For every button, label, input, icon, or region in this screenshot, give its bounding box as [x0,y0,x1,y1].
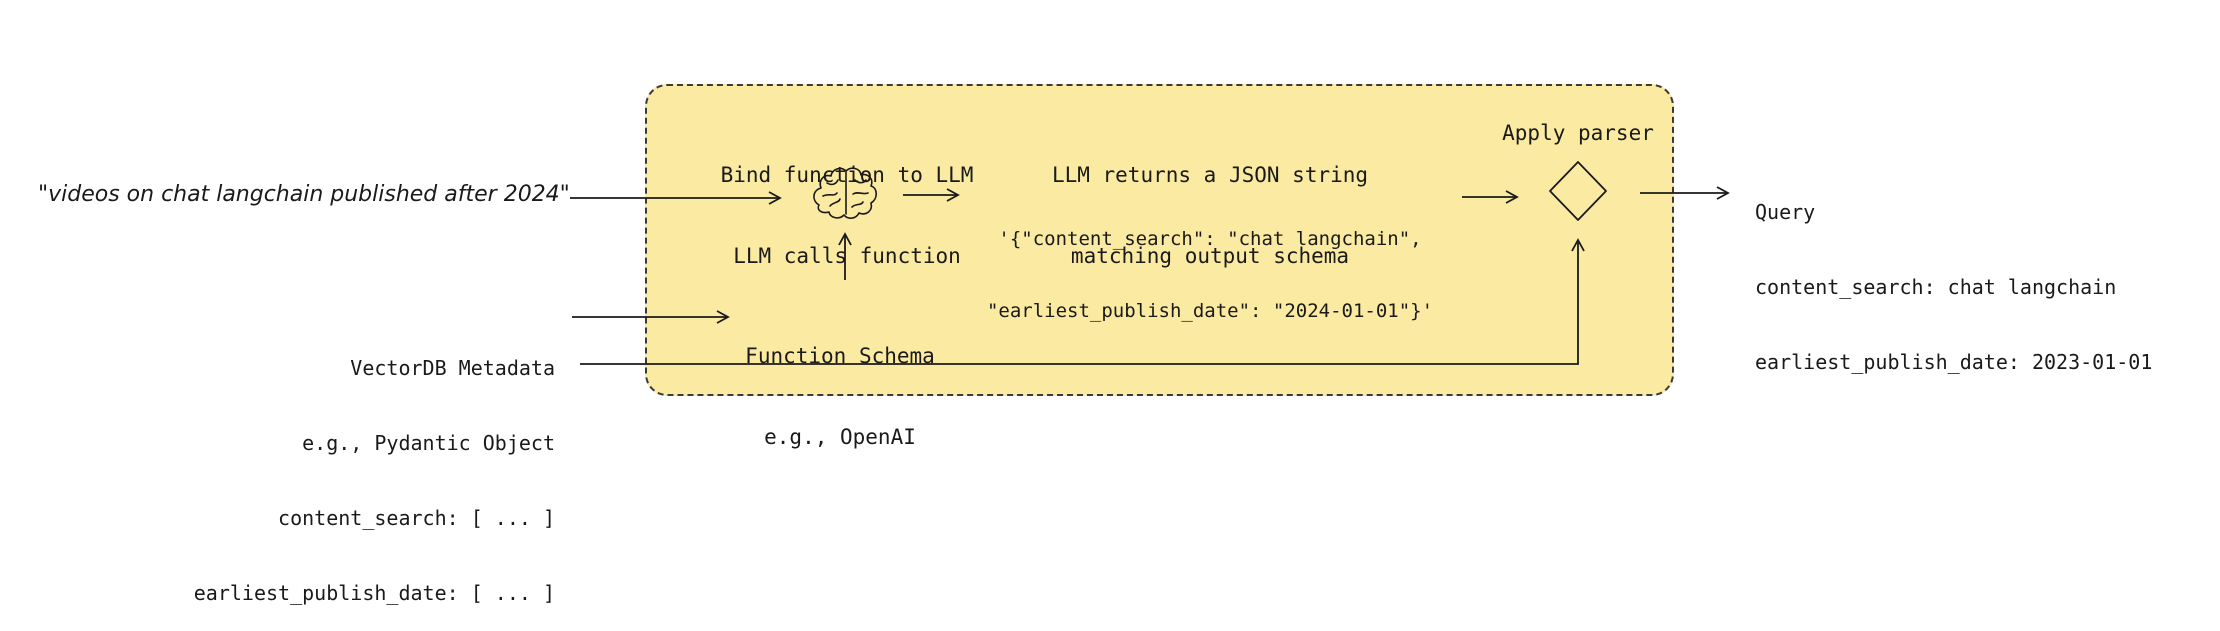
metadata-earliest-date: earliest_publish_date: [ ... ] [193,581,555,605]
output-earliest-date: earliest_publish_date: 2023-01-01 [1755,350,2153,374]
llm-returns-label: LLM returns a JSON string matching outpu… [1010,108,1410,297]
llm-returns-line2: matching output schema [1070,244,1350,268]
json-output-line1: '{"content_search": "chat langchain", [998,228,1422,250]
input-query-text: "videos on chat langchain published afte… [38,182,570,207]
function-schema-line2: e.g., OpenAI [764,425,916,449]
vectordb-metadata-block: VectorDB Metadata e.g., Pydantic Object … [150,306,555,631]
bind-function-label: Bind function to LLM LLM calls function [692,108,1002,297]
brain-icon [813,167,878,219]
metadata-title: VectorDB Metadata [350,356,555,380]
llm-returns-line1: LLM returns a JSON string [1051,163,1369,187]
output-title: Query [1755,200,1816,224]
bind-function-line2: LLM calls function [733,244,961,268]
output-query-block: Query content_search: chat langchain ear… [1755,150,2152,400]
llm-processing-panel [645,84,1674,396]
function-schema-line1: Function Schema [745,344,935,368]
metadata-content-search: content_search: [ ... ] [278,506,555,530]
function-schema-label: Function Schema e.g., OpenAI [700,289,980,478]
diamond-icon [1549,161,1607,221]
arrow-metadata-to-parser [580,238,1585,365]
json-output-line2: "earliest_publish_date": "2024-01-01"}' [986,300,1434,322]
metadata-example: e.g., Pydantic Object [302,431,555,455]
apply-parser-label: Apply parser [1502,121,1654,145]
connector-arrows [570,161,1730,365]
json-output: '{"content_search": "chat langchain", "e… [970,179,1450,347]
output-content-search: content_search: chat langchain [1755,275,2117,299]
bind-function-line1: Bind function to LLM [720,163,974,187]
